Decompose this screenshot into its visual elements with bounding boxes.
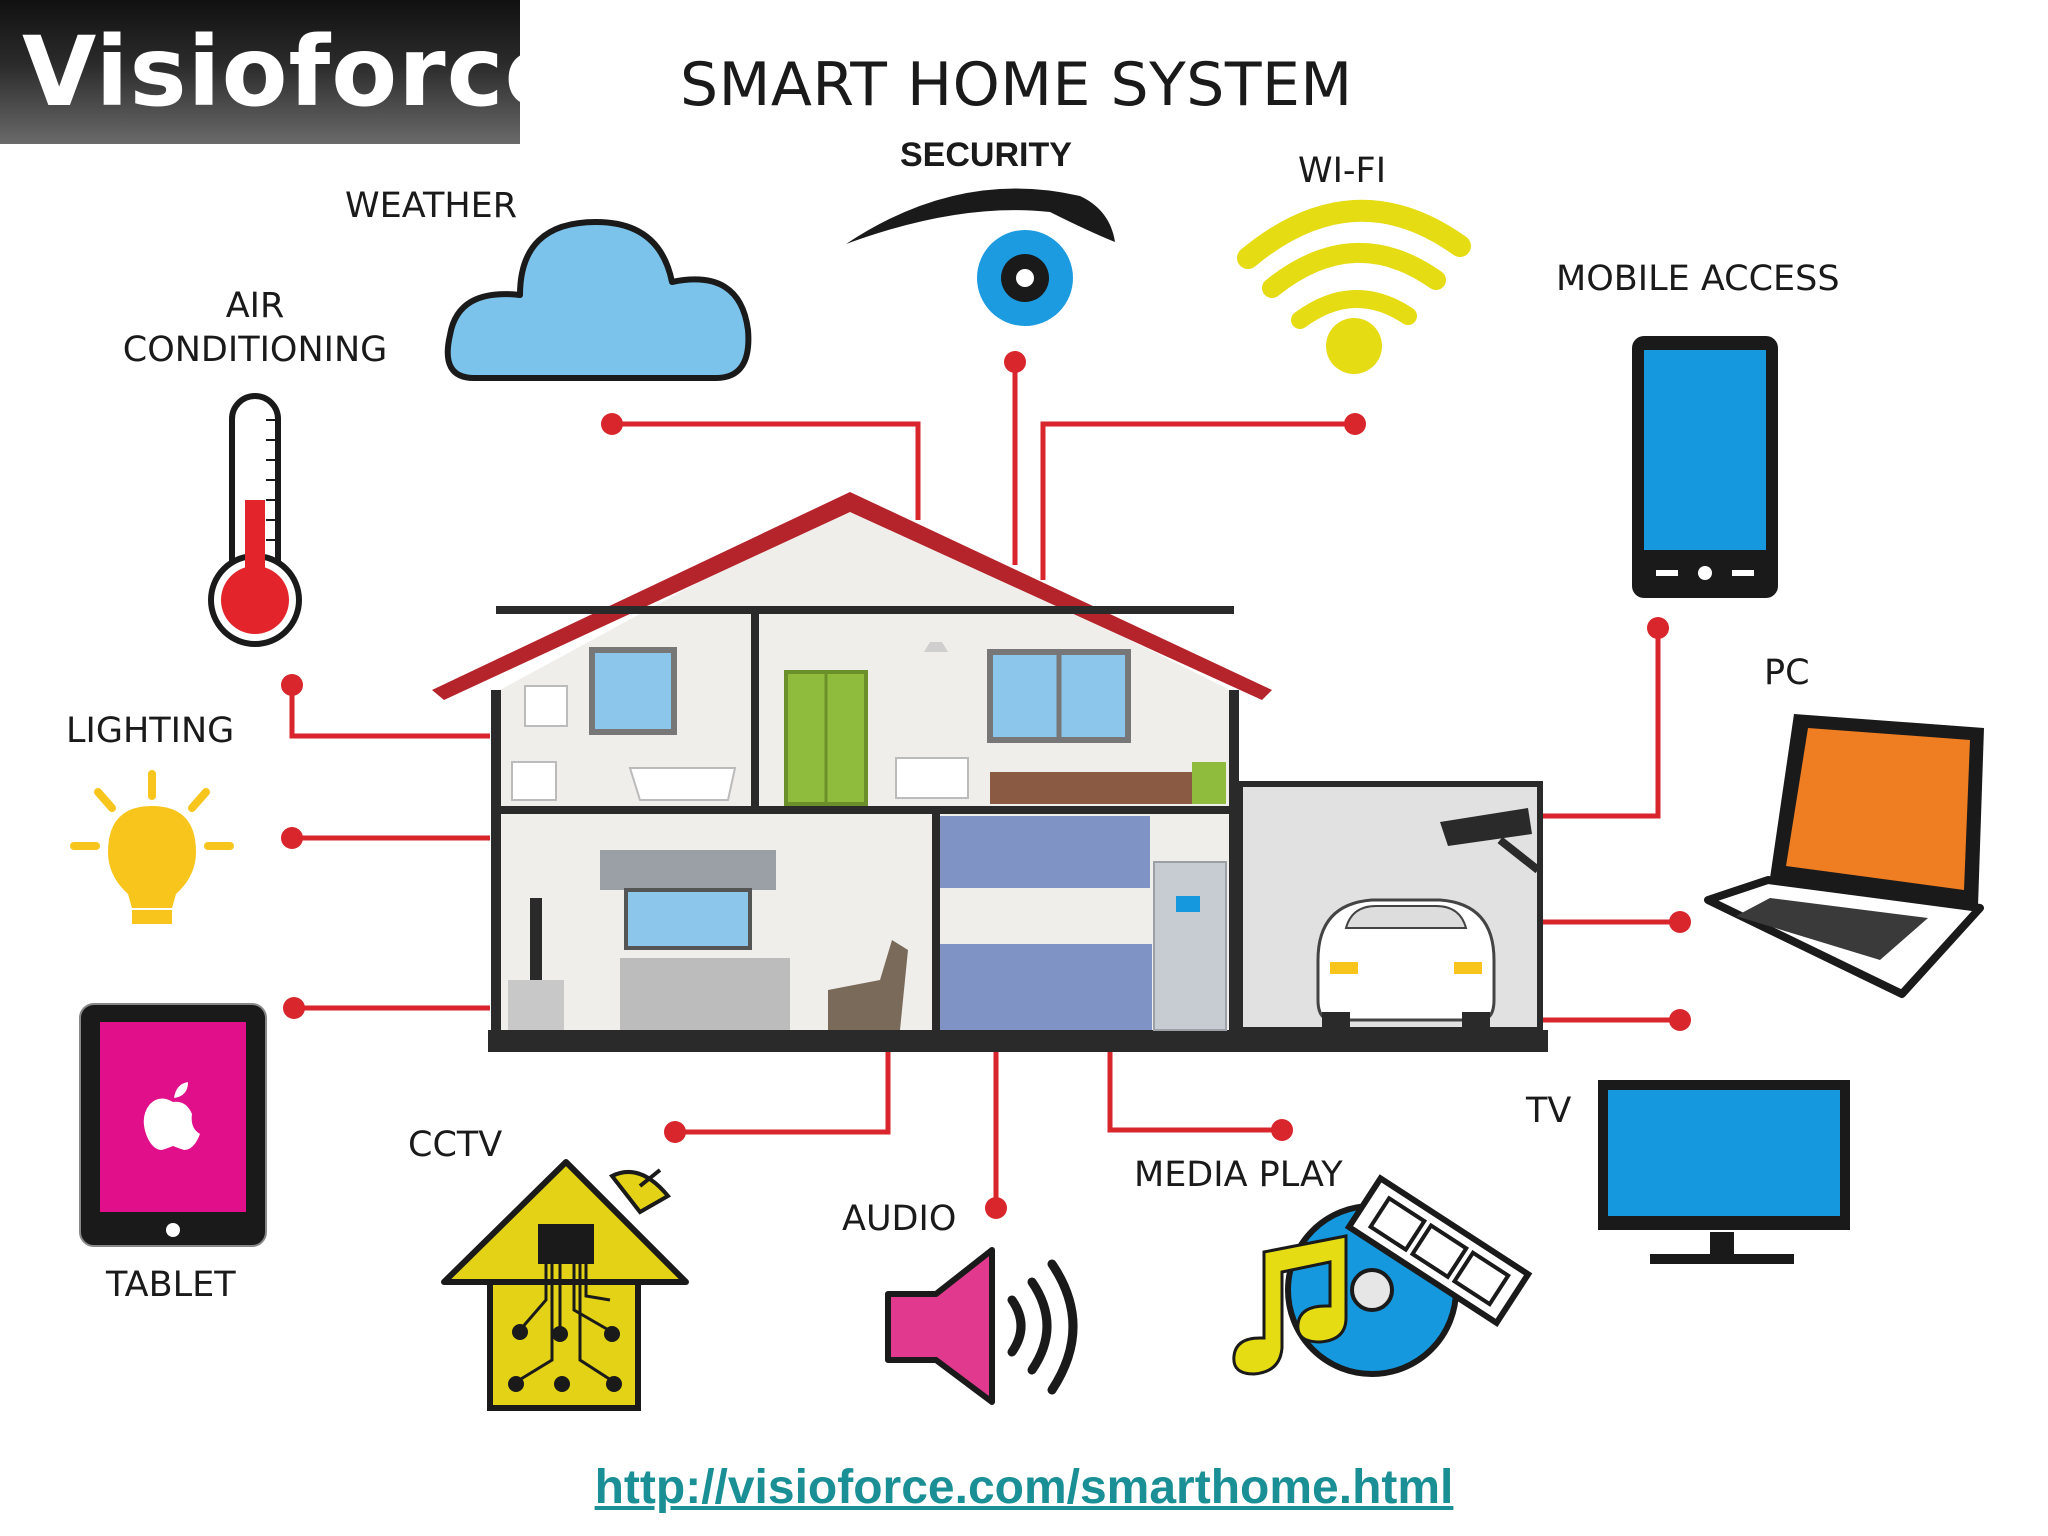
dot-lighting [281, 827, 303, 849]
tv-icon [1598, 1080, 1850, 1264]
dot-tablet [283, 997, 305, 1019]
label-tablet: TABLET [106, 1265, 236, 1305]
eye-icon [846, 188, 1115, 326]
house-icon [432, 492, 1548, 1052]
source-url-link[interactable]: http://visioforce.com/smarthome.html [594, 1461, 1454, 1514]
dot-audio [985, 1197, 1007, 1219]
lightbulb-icon [70, 770, 234, 924]
dot-wifi [1344, 413, 1366, 435]
label-security: SECURITY [900, 136, 1072, 174]
connector-lines [289, 362, 1680, 1208]
cloud-icon [444, 219, 752, 381]
dot-cctv [664, 1121, 686, 1143]
connector-dots [281, 351, 1691, 1219]
dot-security [1004, 351, 1026, 373]
label-pc: PC [1764, 653, 1810, 693]
speaker-icon [885, 1247, 1078, 1405]
connector-wifi [1040, 421, 1355, 580]
connector-media [1107, 1050, 1282, 1133]
connector-weather [612, 421, 921, 520]
label-audio: AUDIO [842, 1199, 957, 1239]
dot-weather [601, 413, 623, 435]
logo: Visioforce [0, 0, 570, 144]
dot-tv [1669, 1009, 1691, 1031]
label-air-conditioning: AIR CONDITIONING [110, 285, 400, 373]
connector-cctv [675, 1050, 891, 1135]
label-lighting: LIGHTING [66, 711, 235, 751]
diagram-title: SMART HOME SYSTEM [680, 50, 1353, 120]
tablet-icon [79, 1003, 267, 1247]
label-weather: WEATHER [345, 186, 518, 226]
apple-logo-icon [143, 1082, 200, 1150]
dot-pc [1669, 911, 1691, 933]
smartphone-icon [1632, 336, 1778, 598]
label-cctv: CCTV [408, 1125, 503, 1165]
wifi-icon [1237, 199, 1471, 374]
laptop-icon [1704, 714, 1984, 998]
label-air-conditioning-line1: AIR [225, 286, 285, 326]
connector-ac [289, 685, 490, 739]
label-wifi: WI-FI [1298, 151, 1387, 191]
thermometer-icon [208, 393, 302, 647]
label-mobile-access: MOBILE ACCESS [1556, 259, 1840, 299]
logo-text: Visioforce [22, 16, 571, 128]
dot-media [1271, 1119, 1293, 1141]
circuit-house-icon [441, 1159, 689, 1411]
security-camera-icon [1440, 808, 1541, 874]
dot-ac [281, 674, 303, 696]
connector-mobile [1540, 628, 1661, 819]
label-media-play: MEDIA PLAY [1134, 1155, 1343, 1195]
car-icon [1316, 898, 1496, 1034]
label-tv: TV [1526, 1091, 1572, 1131]
media-disc-icon [1232, 1174, 1533, 1377]
dot-mobile [1647, 617, 1669, 639]
label-air-conditioning-line2: CONDITIONING [122, 329, 388, 370]
